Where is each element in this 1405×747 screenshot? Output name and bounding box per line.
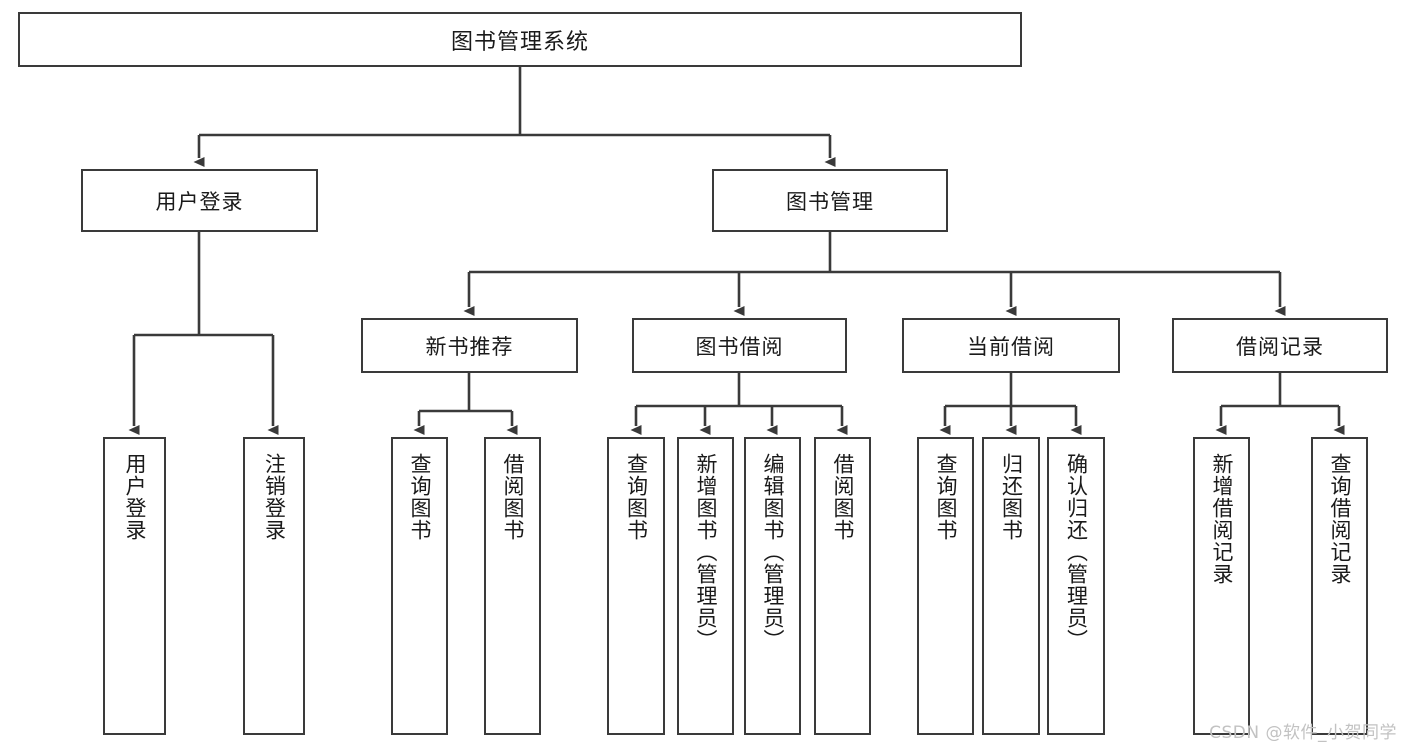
leaf-node-label: 借阅图书 — [500, 453, 525, 541]
leaf-node-label: 查询图书 — [624, 453, 649, 541]
node-current-borrow[interactable]: 当前借阅 — [902, 318, 1120, 373]
leaf-node[interactable]: 查询图书 — [607, 437, 665, 735]
node-root[interactable]: 图书管理系统 — [18, 12, 1022, 67]
leaf-node-label: 查询借阅记录 — [1327, 453, 1352, 585]
leaf-node-label: 新增借阅记录 — [1209, 453, 1234, 585]
leaf-node-label: 借阅图书 — [830, 453, 855, 541]
leaf-node[interactable]: 编辑图书（管理员） — [744, 437, 801, 735]
leaf-node[interactable]: 注销登录 — [243, 437, 305, 735]
leaf-node[interactable]: 借阅图书 — [814, 437, 871, 735]
node-book-management[interactable]: 图书管理 — [712, 169, 948, 232]
node-root-label: 图书管理系统 — [450, 29, 589, 55]
leaf-node[interactable]: 新增借阅记录 — [1193, 437, 1250, 735]
watermark-text: CSDN @软件_小贺同学 — [1209, 723, 1397, 743]
leaf-node-label: 确认归还（管理员） — [1064, 453, 1089, 651]
leaf-node[interactable]: 归还图书 — [982, 437, 1040, 735]
leaf-node-label: 新增图书（管理员） — [693, 453, 718, 651]
node-new-book-recommend-label: 新书推荐 — [425, 334, 514, 359]
leaf-node[interactable]: 新增图书（管理员） — [677, 437, 734, 735]
leaf-node[interactable]: 用户登录 — [103, 437, 166, 735]
node-borrow-record[interactable]: 借阅记录 — [1172, 318, 1388, 373]
node-user-login[interactable]: 用户登录 — [81, 169, 318, 232]
leaf-node-label: 注销登录 — [262, 453, 287, 541]
leaf-node[interactable]: 确认归还（管理员） — [1047, 437, 1105, 735]
node-book-borrow-label: 图书借阅 — [695, 334, 784, 359]
leaf-node-label: 归还图书 — [999, 453, 1024, 541]
leaf-node-label: 查询图书 — [933, 453, 958, 541]
node-new-book-recommend[interactable]: 新书推荐 — [361, 318, 578, 373]
node-borrow-record-label: 借阅记录 — [1236, 334, 1324, 359]
node-book-borrow[interactable]: 图书借阅 — [632, 318, 847, 373]
leaf-node-label: 编辑图书（管理员） — [760, 453, 785, 651]
node-book-management-label: 图书管理 — [786, 189, 874, 214]
node-current-borrow-label: 当前借阅 — [967, 334, 1055, 359]
leaf-node[interactable]: 查询图书 — [917, 437, 974, 735]
leaf-node[interactable]: 查询图书 — [391, 437, 448, 735]
leaf-node[interactable]: 查询借阅记录 — [1311, 437, 1368, 735]
leaf-node-label: 用户登录 — [122, 453, 147, 541]
leaf-node-label: 查询图书 — [407, 453, 432, 541]
leaf-node[interactable]: 借阅图书 — [484, 437, 541, 735]
node-user-login-label: 用户登录 — [155, 189, 244, 214]
